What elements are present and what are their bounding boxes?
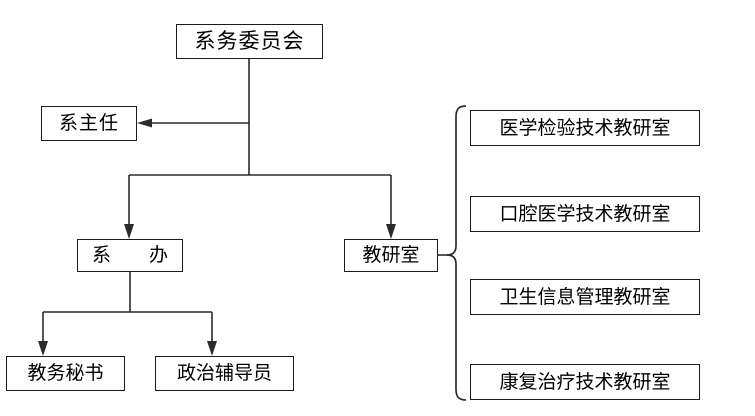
node-department-health-information-label: 卫生信息管理教研室 [499, 285, 671, 308]
political-counselor-arrowhead [207, 341, 217, 356]
academic-secretary-arrowhead [38, 341, 48, 356]
office-arrowhead [124, 224, 134, 239]
departments-brace [446, 105, 467, 401]
node-committee[interactable]: 系务委员会 [176, 24, 323, 59]
node-office-label: 系 办 [91, 244, 168, 266]
node-office[interactable]: 系 办 [77, 239, 183, 272]
node-director[interactable]: 系主任 [41, 106, 137, 141]
teaching-office-arrowhead [386, 224, 396, 239]
node-political-counselor[interactable]: 政治辅导员 [155, 356, 294, 391]
node-department-health-information[interactable]: 卫生信息管理教研室 [470, 279, 700, 315]
node-academic-secretary[interactable]: 教务秘书 [6, 356, 125, 391]
node-department-rehabilitation[interactable]: 康复治疗技术教研室 [470, 364, 700, 400]
node-director-label: 系主任 [58, 112, 119, 134]
node-department-rehabilitation-label: 康复治疗技术教研室 [499, 370, 671, 393]
node-department-medical-lab-label: 医学检验技术教研室 [499, 116, 671, 139]
node-teaching-office-label: 教研室 [362, 244, 420, 266]
node-teaching-office[interactable]: 教研室 [344, 239, 438, 272]
node-committee-label: 系务委员会 [194, 29, 305, 53]
director-arrowhead [137, 118, 152, 128]
node-department-medical-lab[interactable]: 医学检验技术教研室 [470, 110, 700, 146]
node-department-stomatology-label: 口腔医学技术教研室 [499, 202, 671, 225]
node-department-stomatology[interactable]: 口腔医学技术教研室 [470, 196, 700, 232]
node-political-counselor-label: 政治辅导员 [176, 362, 272, 384]
node-academic-secretary-label: 教务秘书 [27, 362, 104, 384]
